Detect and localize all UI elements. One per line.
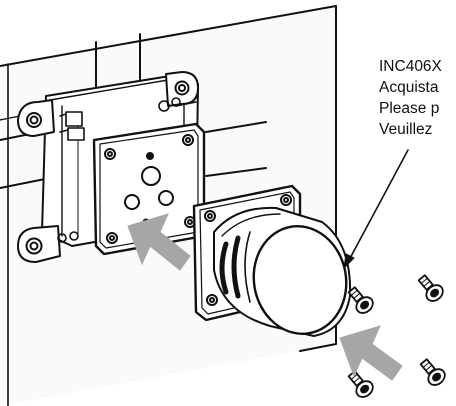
plaster-guard-cylinder: [213, 206, 352, 337]
mounting-lug-top-right: [165, 71, 199, 107]
mounting-lug-top-left: [17, 99, 55, 137]
insert-arrow-lower: [339, 325, 403, 381]
screw-icon: [347, 286, 374, 314]
callout-line-1: INC406X: [379, 58, 442, 75]
callout-line-3: Please p: [379, 100, 440, 117]
product-callout-text: INC406X Acquista Please p Veuillez: [379, 56, 456, 140]
callout-line-2: Acquista: [379, 79, 439, 96]
callout-leader-arrow: [343, 149, 409, 269]
screws-group: [347, 274, 446, 398]
mounting-lug-bottom-left: [17, 225, 61, 263]
screw-icon: [419, 358, 446, 386]
callout-line-4: Veuillez: [379, 121, 433, 138]
screw-icon: [347, 370, 374, 398]
insert-arrow-upper: [127, 213, 191, 271]
horizontal-pipe-right: [205, 121, 267, 177]
screw-icon: [417, 274, 444, 302]
